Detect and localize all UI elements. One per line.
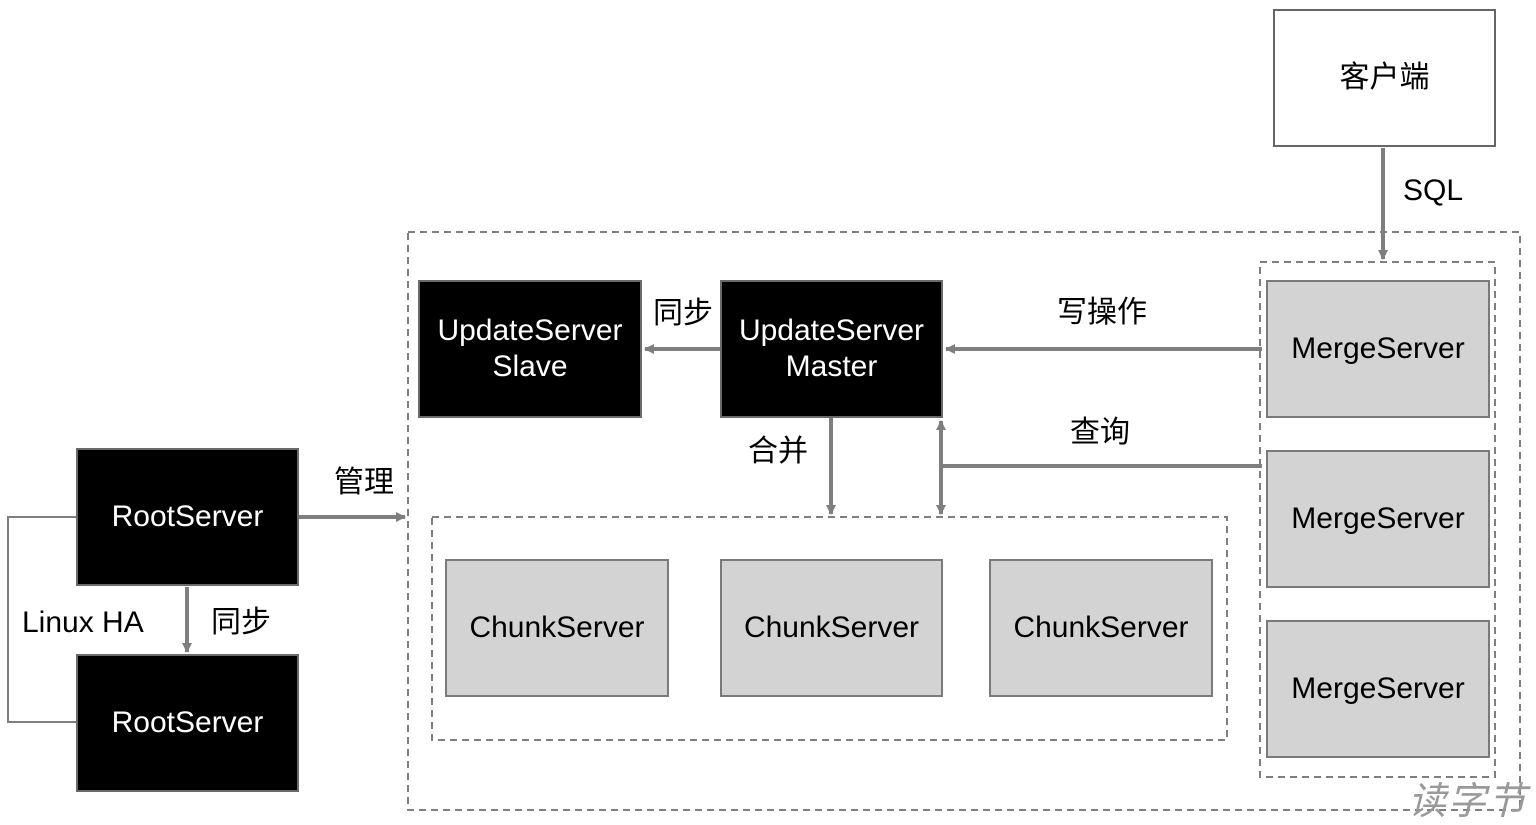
updateserver-slave-box: UpdateServer Slave	[418, 280, 642, 418]
updateserver-master-line1: UpdateServer	[738, 314, 925, 347]
mergeserver-box: MergeServer	[1266, 620, 1490, 758]
rootserver-backup-box: RootServer	[76, 654, 299, 792]
updateserver-master-box: UpdateServer Master	[720, 280, 943, 418]
mergeserver-box: MergeServer	[1266, 280, 1490, 418]
chunkserver-label: ChunkServer	[743, 611, 920, 644]
chunkserver-box: ChunkServer	[989, 559, 1213, 697]
watermark-logo: 读字节	[1408, 779, 1529, 823]
sql-label: SQL	[1403, 174, 1464, 207]
mergeserver-label: MergeServer	[1291, 672, 1465, 705]
updateserver-slave-line1: UpdateServer	[437, 314, 623, 347]
mergeserver-box: MergeServer	[1266, 450, 1490, 588]
mergeserver-label: MergeServer	[1291, 332, 1465, 365]
updateserver-master-line2: Master	[785, 350, 878, 383]
manage-label: 管理	[334, 466, 394, 499]
chunkserver-box: ChunkServer	[720, 559, 943, 697]
chunkserver-label: ChunkServer	[1013, 611, 1189, 644]
root-sync-label: 同步	[211, 606, 271, 639]
client-box: 客户端	[1273, 9, 1496, 147]
chunkserver-label: ChunkServer	[469, 611, 645, 644]
merge-label: 合并	[748, 435, 808, 468]
linux-ha-label: Linux HA	[22, 606, 144, 639]
rootserver-backup-label: RootServer	[111, 706, 264, 739]
chunkserver-box: ChunkServer	[445, 559, 669, 697]
client-label: 客户端	[1339, 61, 1430, 94]
mergeserver-label: MergeServer	[1291, 502, 1465, 535]
query-label: 查询	[1070, 416, 1130, 449]
sync-ups-label: 同步	[653, 297, 713, 330]
updateserver-slave-line2: Slave	[492, 350, 568, 383]
linux-ha-bracket	[7, 516, 76, 723]
rootserver-primary-box: RootServer	[76, 448, 299, 586]
merge-group-dashed	[1259, 261, 1496, 778]
write-op-label: 写操作	[1057, 296, 1147, 329]
cluster-outer-dashed	[407, 231, 1521, 811]
chunk-group-dashed	[431, 516, 1228, 741]
rootserver-primary-label: RootServer	[111, 500, 264, 533]
